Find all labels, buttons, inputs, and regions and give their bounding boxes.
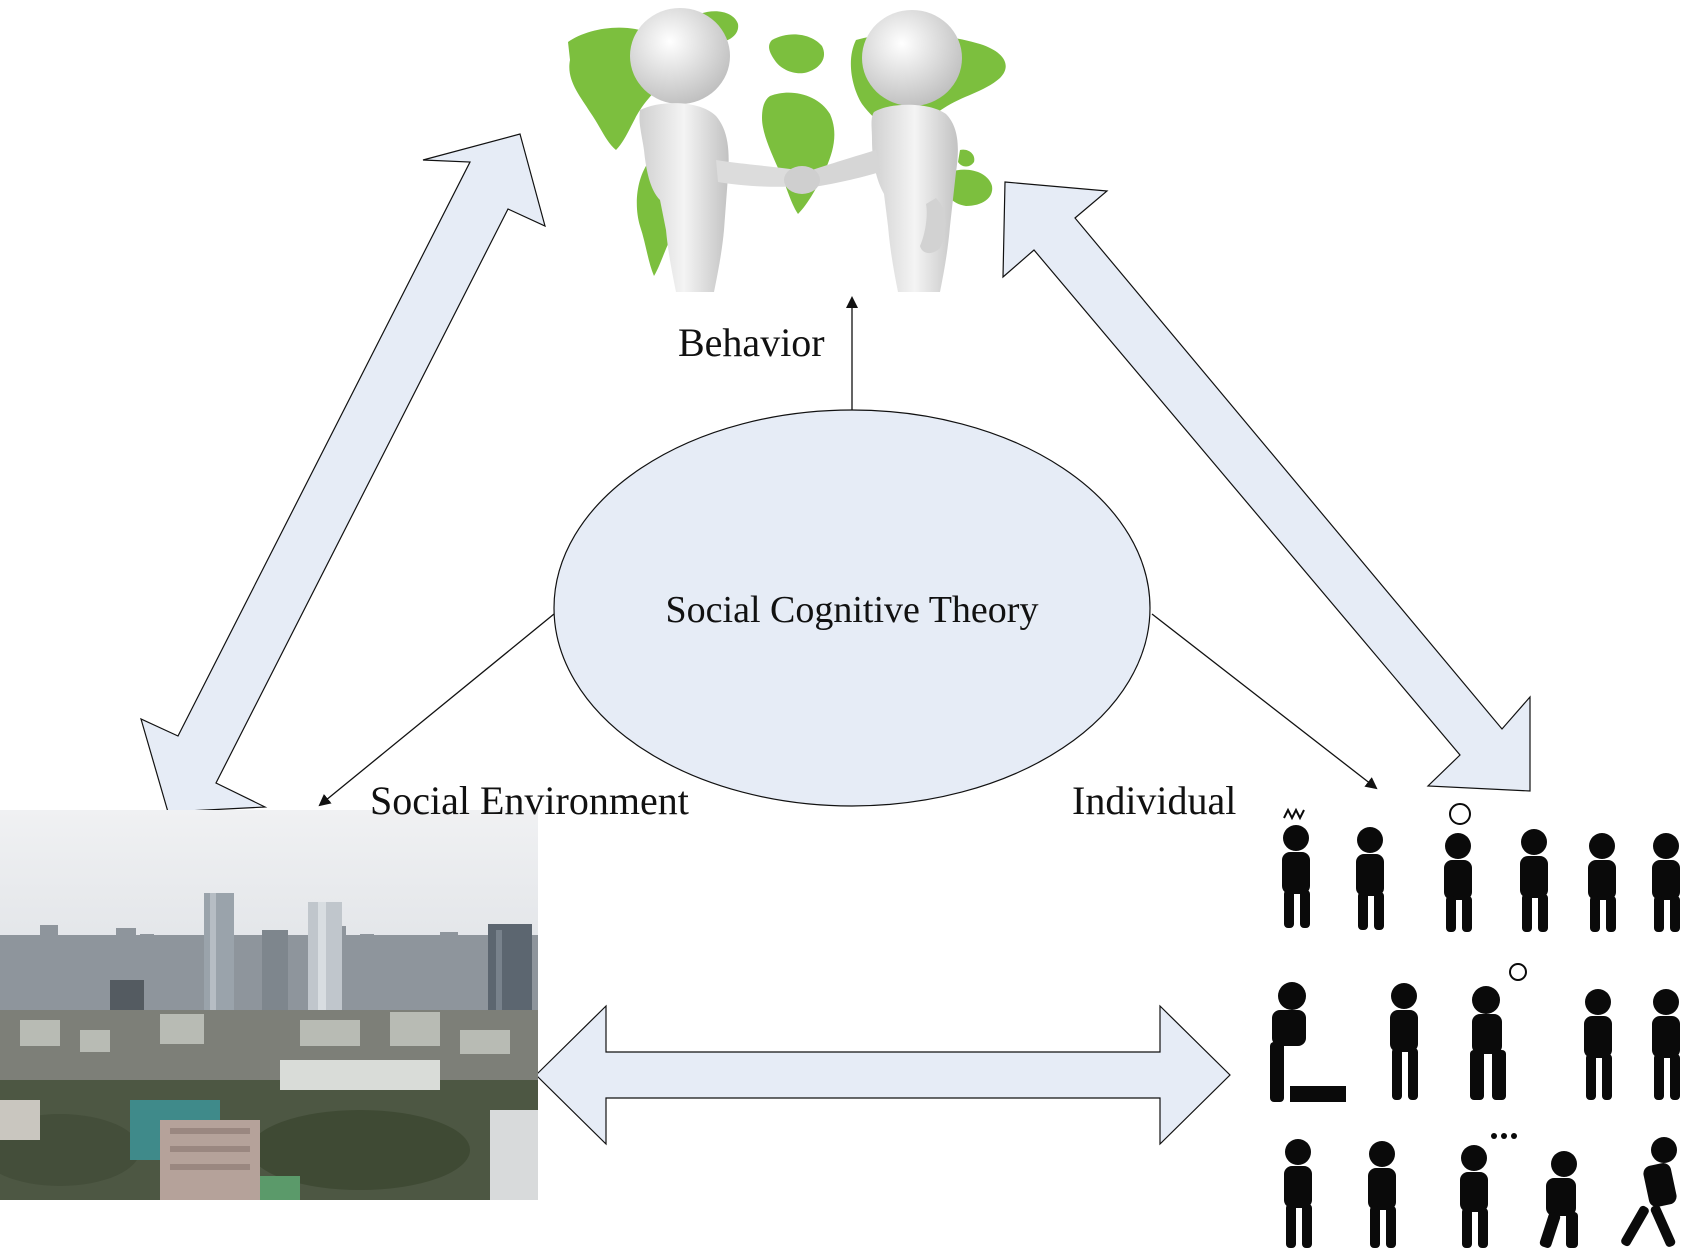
pictogram bbox=[1284, 1139, 1312, 1248]
individual-label: Individual bbox=[1072, 778, 1236, 823]
handshake bbox=[784, 166, 820, 194]
pictogram bbox=[1584, 989, 1612, 1100]
pictogram bbox=[1270, 982, 1346, 1102]
individual-image bbox=[1270, 803, 1680, 1248]
pictogram bbox=[1588, 833, 1616, 932]
arrow-behavior-environment bbox=[140, 133, 546, 813]
center-label: Social Cognitive Theory bbox=[666, 589, 1039, 631]
behavior-image bbox=[560, 0, 1020, 292]
pictogram bbox=[1444, 803, 1472, 932]
pictogram bbox=[1470, 963, 1527, 1100]
pictogram bbox=[1520, 829, 1548, 932]
pictogram bbox=[1282, 807, 1310, 928]
pictogram bbox=[1652, 833, 1680, 932]
connector-to-environment bbox=[318, 613, 555, 807]
pictogram bbox=[1390, 983, 1418, 1100]
pictogram bbox=[1356, 827, 1384, 930]
pictogram bbox=[1652, 989, 1680, 1100]
arrow-behavior-individual bbox=[1002, 181, 1531, 792]
behavior-label: Behavior bbox=[678, 320, 825, 365]
connector-to-individual bbox=[1151, 613, 1378, 790]
pictogram bbox=[1460, 1133, 1517, 1248]
pictogram bbox=[1621, 1137, 1677, 1247]
left-figure bbox=[630, 8, 800, 292]
environment-image bbox=[0, 810, 538, 1200]
right-figure bbox=[806, 10, 962, 292]
environment-label: Social Environment bbox=[370, 778, 689, 823]
pictogram bbox=[1368, 1141, 1396, 1248]
arrow-environment-individual bbox=[535, 1004, 1231, 1146]
pictogram bbox=[1539, 1151, 1578, 1248]
